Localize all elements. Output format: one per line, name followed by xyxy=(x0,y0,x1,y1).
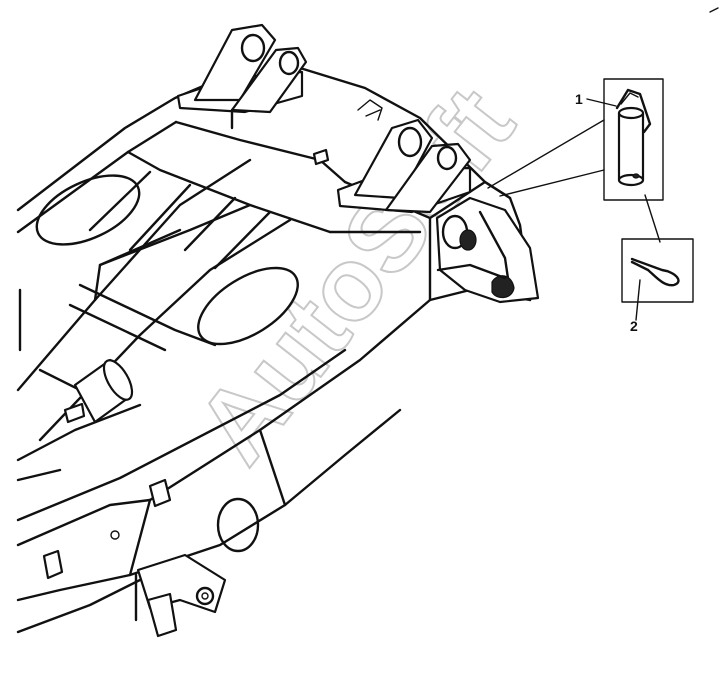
corner-mark xyxy=(709,7,719,13)
leader-lines xyxy=(487,98,661,321)
clevis-bracket-left xyxy=(176,23,308,130)
round-hole-lower xyxy=(216,497,260,553)
pin-detail-box xyxy=(603,78,664,201)
lower-hinge-lug xyxy=(134,553,227,638)
frame-brackets xyxy=(42,99,383,580)
oval-cutout-upper xyxy=(35,174,141,246)
cylinder-component xyxy=(63,358,134,424)
front-hinge-mount xyxy=(435,196,540,304)
cotter-pin-detail-box xyxy=(621,238,694,303)
oval-cutout-middle xyxy=(197,266,299,346)
callout-2: 2 xyxy=(630,318,638,334)
clevis-bracket-right xyxy=(336,118,472,214)
callout-1: 1 xyxy=(575,91,583,107)
small-hole xyxy=(110,530,120,540)
